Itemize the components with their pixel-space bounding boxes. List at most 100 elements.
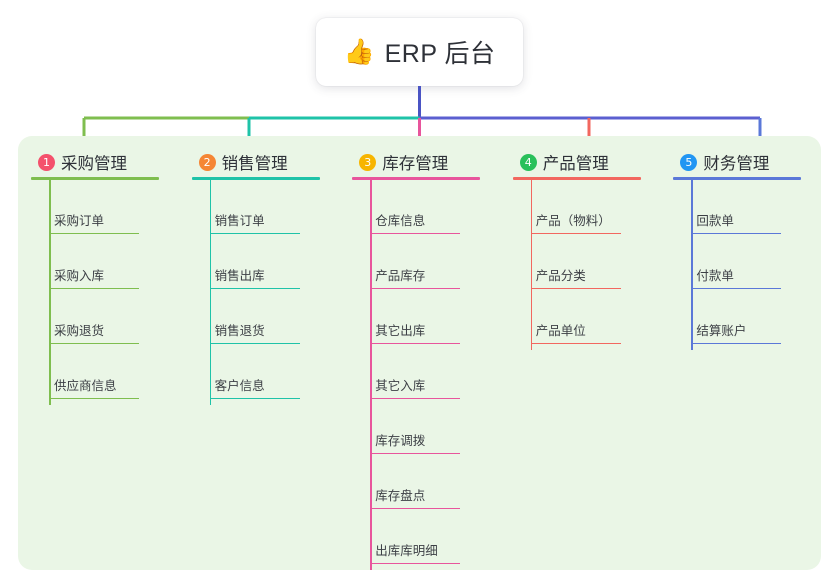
column-header-rule-1 [31, 177, 159, 180]
list-item-label: 供应商信息 [54, 379, 117, 393]
list-item[interactable]: 采购退货 [18, 295, 179, 350]
list-item[interactable]: 产品（物料） [500, 185, 661, 240]
column-items-2: 销售订单销售出库销售退货客户信息 [179, 185, 340, 405]
list-item-label: 回款单 [696, 214, 734, 228]
list-item-label: 产品库存 [375, 269, 426, 283]
list-item[interactable]: 库存调拨 [339, 405, 500, 460]
list-item[interactable]: 产品库存 [339, 240, 500, 295]
list-item[interactable]: 库存盘点 [339, 460, 500, 515]
list-item-rule [691, 288, 782, 290]
list-item-rule [49, 398, 139, 400]
list-item-label: 库存盘点 [375, 489, 426, 503]
list-item-rule [49, 288, 139, 290]
list-item[interactable]: 回款单 [660, 185, 821, 240]
column-title-4: 产品管理 [542, 155, 609, 173]
list-item-label: 客户信息 [214, 379, 265, 393]
column-spine-4 [530, 177, 533, 350]
root-node-card[interactable]: 👍 ERP 后台 [316, 18, 523, 86]
column-items-1: 采购订单采购入库采购退货供应商信息 [18, 185, 179, 405]
list-item-rule [691, 233, 782, 235]
thumbs-up-icon: 👍 [343, 37, 375, 66]
list-item[interactable]: 采购订单 [18, 185, 179, 240]
column-spine-2 [209, 177, 212, 405]
list-item[interactable]: 销售出库 [179, 240, 340, 295]
list-item-label: 结算账户 [696, 324, 747, 338]
list-item-rule [530, 288, 621, 290]
list-item[interactable]: 结算账户 [660, 295, 821, 350]
list-item-label: 销售退货 [214, 324, 265, 338]
list-item-rule [370, 563, 461, 565]
column-header-1[interactable]: 1 采购管理 [18, 142, 179, 182]
list-item-rule [49, 233, 139, 235]
list-item[interactable]: 客户信息 [179, 350, 340, 405]
list-item-label: 产品单位 [535, 324, 586, 338]
column-header-rule-5 [673, 177, 802, 180]
list-item-rule [370, 398, 461, 400]
root-title: ERP 后台 [384, 40, 496, 68]
list-item-label: 产品分类 [535, 269, 586, 283]
list-item[interactable]: 产品单位 [500, 295, 661, 350]
list-item[interactable]: 销售订单 [179, 185, 340, 240]
column-5: 5 财务管理回款单付款单结算账户 [660, 136, 821, 570]
column-spine-1 [49, 177, 51, 405]
column-title-5: 财务管理 [703, 155, 770, 173]
column-header-rule-3 [352, 177, 481, 180]
list-item-rule [530, 343, 621, 345]
diagram-panel [18, 136, 821, 570]
list-item-label: 销售出库 [214, 269, 265, 283]
list-item[interactable]: 仓库信息 [339, 185, 500, 240]
list-item-rule [370, 233, 461, 235]
column-1: 1 采购管理采购订单采购入库采购退货供应商信息 [18, 136, 179, 570]
list-item-label: 采购订单 [54, 214, 105, 228]
list-item-rule [209, 233, 300, 235]
list-item-rule [530, 233, 621, 235]
column-badge-icon-3: 3 [359, 153, 377, 171]
list-item[interactable]: 产品分类 [500, 240, 661, 295]
list-item-rule [370, 508, 461, 510]
column-header-3[interactable]: 3 库存管理 [339, 142, 500, 182]
list-item-rule [49, 343, 139, 345]
list-item-rule [209, 343, 300, 345]
list-item-label: 产品（物料） [535, 214, 611, 228]
column-title-2: 销售管理 [221, 155, 288, 173]
column-title-1: 采购管理 [61, 155, 127, 173]
list-item-label: 采购退货 [54, 324, 105, 338]
list-item-label: 付款单 [696, 269, 734, 283]
list-item-rule [691, 343, 782, 345]
column-items-4: 产品（物料） 产品分类产品单位 [500, 185, 661, 350]
list-item-rule [209, 398, 300, 400]
list-item-rule [370, 453, 461, 455]
list-item[interactable]: 付款单 [660, 240, 821, 295]
list-item[interactable]: 出库库明细 [339, 515, 500, 570]
list-item[interactable]: 其它出库 [339, 295, 500, 350]
column-spine-5 [691, 177, 693, 350]
list-item-label: 销售订单 [214, 214, 265, 228]
list-item-rule [209, 288, 300, 290]
column-3: 3 库存管理仓库信息产品库存其它出库其它入库库存调拨库存盘点出库库明细 [339, 136, 500, 570]
list-item-label: 库存调拨 [375, 434, 426, 448]
list-item[interactable]: 销售退货 [179, 295, 340, 350]
list-item-label: 出库库明细 [375, 544, 438, 558]
list-item-rule [370, 343, 461, 345]
list-item-label: 采购入库 [54, 269, 105, 283]
list-item-label: 其它入库 [375, 379, 426, 393]
column-badge-icon-1: 1 [38, 153, 55, 171]
list-item-rule [370, 288, 461, 290]
column-header-rule-4 [512, 177, 641, 180]
column-items-3: 仓库信息产品库存其它出库其它入库库存调拨库存盘点出库库明细 [339, 185, 500, 570]
list-item[interactable]: 供应商信息 [18, 350, 179, 405]
column-items-5: 回款单付款单结算账户 [660, 185, 821, 350]
list-item[interactable]: 采购入库 [18, 240, 179, 295]
list-item-label: 仓库信息 [375, 214, 426, 228]
column-badge-icon-5: 5 [680, 153, 698, 171]
column-spine-3 [370, 177, 372, 570]
column-header-5[interactable]: 5 财务管理 [660, 142, 821, 182]
list-item-label: 其它出库 [375, 324, 426, 338]
column-title-3: 库存管理 [382, 155, 449, 173]
list-item[interactable]: 其它入库 [339, 350, 500, 405]
